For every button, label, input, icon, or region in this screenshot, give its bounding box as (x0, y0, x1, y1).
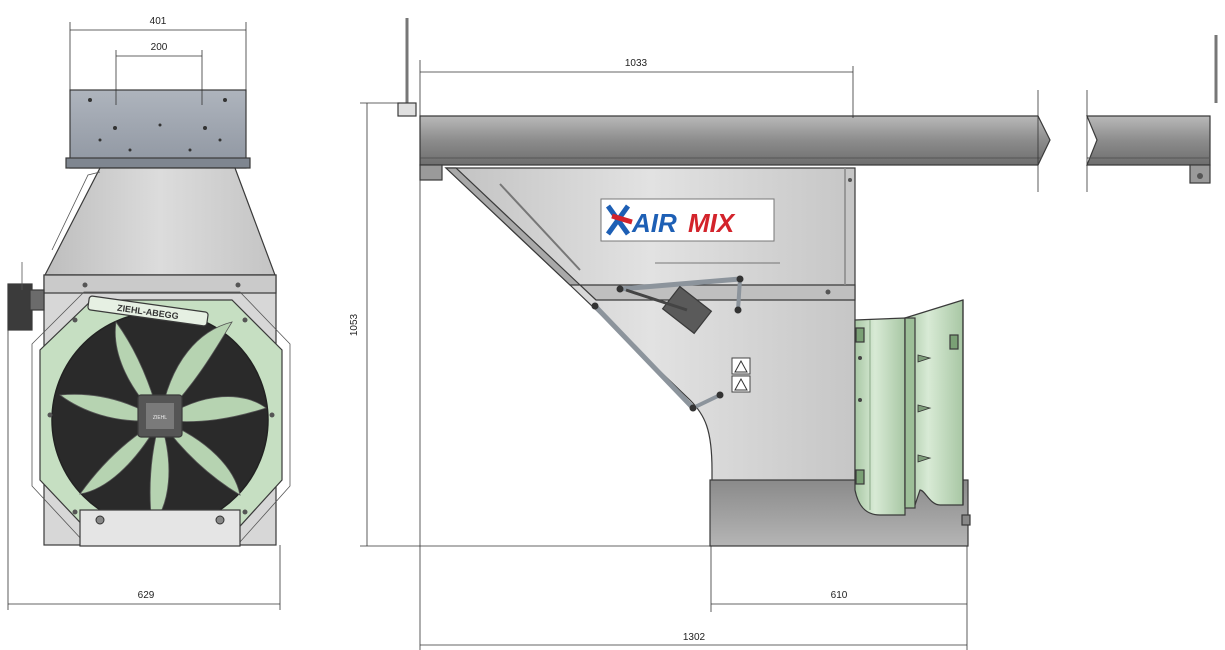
side-dimensions: 1033 1053 610 1302 (349, 58, 968, 650)
front-dimensions: 401 200 629 (7, 16, 281, 610)
dim-1302-label: 1302 (683, 632, 706, 643)
dim-1033-label: 1033 (625, 58, 648, 69)
logo-mix-text: MIX (688, 208, 736, 238)
dim-1053-label: 1053 (349, 313, 360, 336)
dim-610-label: 610 (831, 590, 848, 601)
logo-air-text: AIR (631, 208, 677, 238)
side-beam-right (1086, 115, 1211, 166)
front-base-frame (79, 509, 241, 547)
airmix-logo: AIR MIX (600, 198, 775, 242)
dim-200-label: 200 (151, 42, 168, 53)
damper-linkage (591, 275, 744, 412)
dim-629-label: 629 (138, 590, 155, 601)
svg-text:ZIEHL: ZIEHL (153, 415, 167, 421)
side-fan-unit (854, 299, 964, 516)
side-view: AIR MIX (397, 18, 1218, 547)
dim-401-label: 401 (150, 16, 167, 27)
front-view: ZIEHL ZIEHL-ABEGG (7, 89, 291, 547)
front-hood (44, 167, 276, 276)
front-mounting-plate (69, 89, 247, 169)
front-side-actuator (7, 283, 33, 331)
